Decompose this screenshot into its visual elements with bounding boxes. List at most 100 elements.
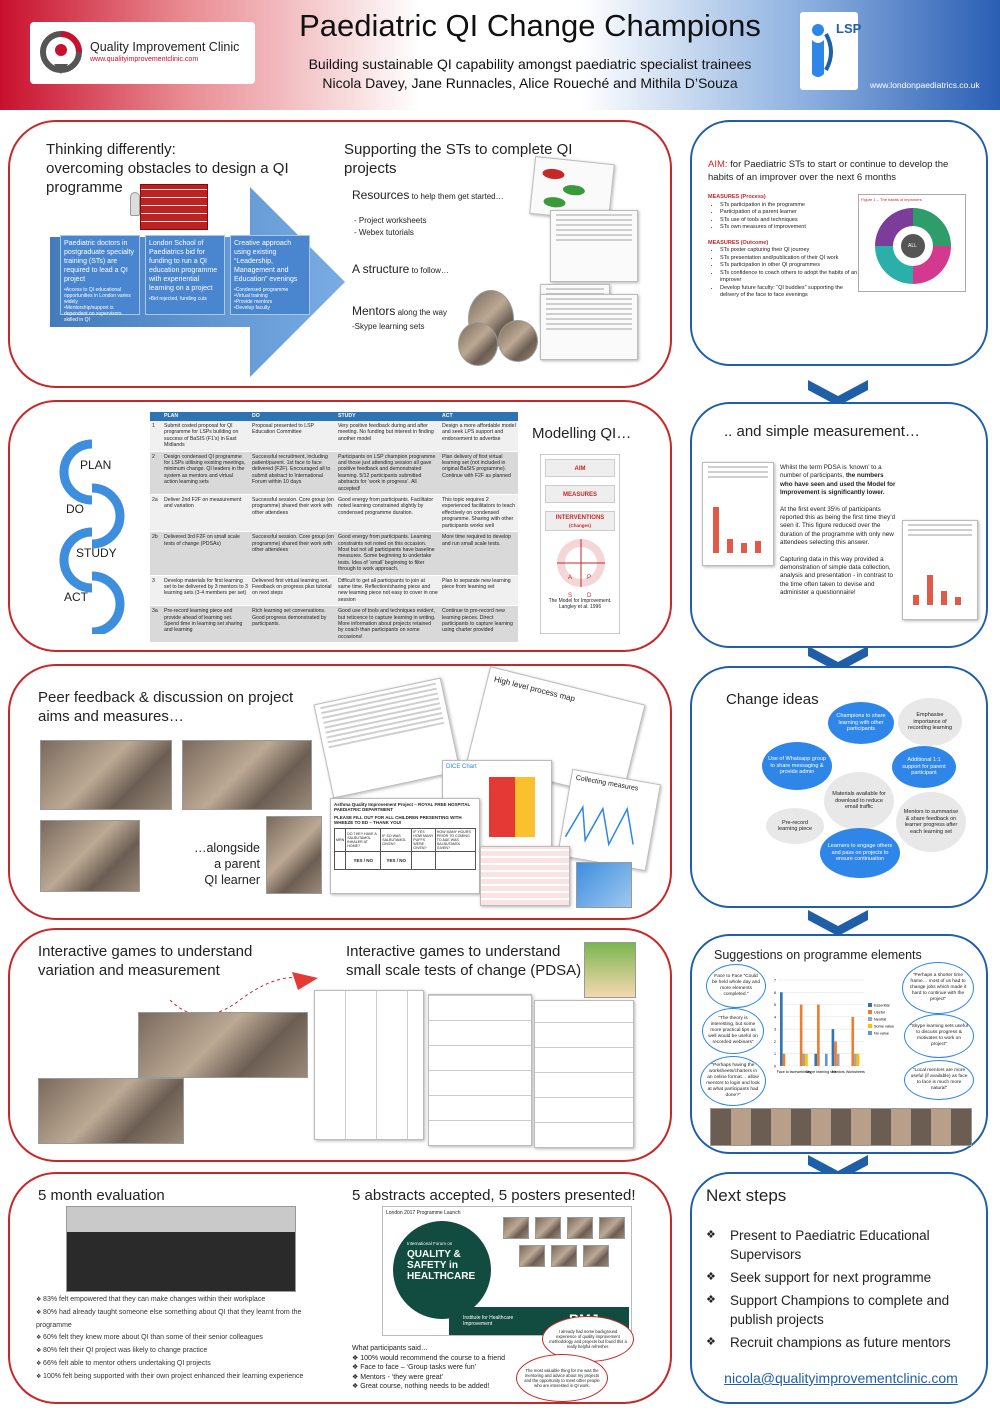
suggestion-quote: “The theory is interesting, but some mor… [702,1008,764,1054]
chart-bar [802,1053,806,1066]
peer-photo [40,820,140,892]
next-step-item: Support Champions to complete and publis… [706,1291,976,1329]
suggestions-title: Suggestions on programme elements [714,948,922,962]
forum-small: International Forum on [407,1241,453,1246]
measurement-para-3: Capturing data in this way provided a de… [780,555,894,597]
outcome-item: STs poster capturing their QI journey [720,247,858,255]
legend-label: Some value [874,1025,894,1029]
suggestion-quote: Face to Face “Could be held whole day an… [706,964,766,1008]
evaluation-item-text: 83% felt empowered that they can make ch… [43,1296,266,1303]
peer-photo [182,740,312,810]
evaluation-item-text: 80% felt their QI project was likely to … [43,1347,208,1355]
asthma-form-title: Asthma Quality Improvement Project – ROY… [334,802,471,812]
process-map-title: High level process map [493,674,577,704]
thinking-box-2-bullets: •Bid rejected, funding cuts [149,296,207,302]
participants-said-item: ❖ 100% would recommend the course to a f… [352,1354,505,1362]
evaluation-item-text: 60% felt they knew more about QI than so… [43,1334,263,1342]
asthma-col: IF SO WAS SALBUTAMOL GIVEN? [380,828,413,852]
change-idea-bubble: Use of Whatsapp group to share messaging… [762,742,832,790]
chart-category-label: webinars [797,1070,812,1074]
chart-tick-label: 0 [774,1065,776,1069]
potato-head-photo [584,942,636,998]
pdsa-cell: Good use of tools and techniques evident… [336,605,440,644]
asthma-col: MRN [333,828,347,852]
change-idea-bubble: Emphasise importance of recording learni… [898,698,962,746]
suggestions-group-photo [710,1108,972,1146]
participants-said-text: Mentors - ‘they were great’ [360,1373,444,1381]
qic-logo: Quality Improvement Clinic www.qualityim… [30,22,255,84]
forum-photo [583,1245,609,1267]
legend-label: Neutral [874,1018,886,1022]
change-idea-bubble: Additional 1:1 support for parent partic… [892,746,956,788]
pdsa-cell: Difficult to get all participants to joi… [336,575,440,607]
chart-tick-label: 2 [774,1040,776,1044]
model-cycle-graphic [557,539,605,587]
brick-wall-image [140,184,208,230]
measures-notes-doc [313,677,461,799]
forum-photo [535,1217,561,1239]
next-step-item: Seek support for next programme [706,1268,976,1287]
header-banner: Quality Improvement Clinic www.qualityim… [0,0,1000,110]
pdsa-do: DO [66,502,84,516]
model-cycle-s: S [568,593,573,599]
pdsa-cell: Good energy from participants. Facilitat… [336,494,440,533]
outcome-heading: MEASURES (Outcome) [708,239,769,246]
pdsa-cell: Design a more affordable model and seek … [440,421,518,452]
suggestion-quote: “Local mentors are more useful (if avail… [904,1060,974,1100]
legend-swatch [868,1017,872,1021]
process-heading: MEASURES (Process) [708,194,766,200]
measurement-para-1b: the numbers who have seen and used the M… [780,472,896,497]
thinking-box-3-title: Creative approach using existing “Leader… [234,240,298,283]
chart-tick-label: 7 [774,979,776,983]
participants-said-item: ❖ Mentors - ‘they were great’ [352,1373,444,1381]
chart-bar [805,1053,808,1066]
pdsa-cell: Plan delivery of first virtual learning … [440,451,518,496]
suggestion-quote: “Perhaps having the worksheets/charters … [700,1056,766,1106]
structure-heading: A structure to follow… [352,262,449,276]
aim-label: AIM: [708,159,728,170]
lsp-logo-text: LSP [836,21,862,36]
model-changes-label: (Changes) [568,523,591,528]
outcome-item: STs participation in other QI programmes [720,262,858,270]
chart-category-label: Mentors [832,1070,845,1074]
panel-next-steps: Next steps Present to Paediatric Educati… [690,1172,988,1404]
change-idea-bubble: Materials available for download to redu… [824,772,894,830]
process-item: STs own measures of improvement [720,224,858,232]
pdsa-cell: 1 [150,421,162,452]
habits-caption: Figure 1 – The habits of improvers [861,197,922,202]
forum-photo [519,1245,545,1267]
pdsa-cell: Good energy from participants. Learning … [336,531,440,576]
aim-statement: AIM: for Paediatric STs to start or cont… [708,158,974,184]
pdsa-cell: 2b [150,531,162,576]
pdsa-cell: 2 [150,451,162,496]
chart-category-label: Worksheets [846,1070,865,1074]
outcome-item: Develop future faculty: “QI buddies” sup… [720,285,858,300]
qic-logo-icon [40,31,82,74]
evaluation-item-text: 100% felt being supported with their own… [43,1372,304,1380]
habits-wheel-center: ALL [908,243,917,249]
chart-bar [824,1053,828,1066]
participants-said-heading: What participants said… [352,1345,428,1352]
contact-email-link[interactable]: nicola@qualityimprovementclinic.com [724,1370,958,1386]
process-item: Participation of a parent learner [720,209,858,217]
evaluation-item-text: 80% had already taught someone else some… [36,1308,302,1329]
pdsa-col-header: PLAN [162,412,250,421]
outcome-item: STs confidence to coach others to adopt … [720,270,858,285]
chart-bar [817,1004,820,1066]
lsp-url: www.londonpaediatrics.co.uk [870,80,980,90]
pdsa-cell: 3a [150,605,162,644]
flipchart-image [702,462,774,566]
mentor-doc-image [540,294,638,360]
process-item: STs participation in the programme [720,202,858,210]
legend-swatch [868,1003,872,1007]
chart-bar [782,1053,786,1066]
process-list: STs participation in the programme Parti… [708,202,858,232]
asthma-yes-no: YES / NO [380,851,413,870]
chart-bar [814,1053,818,1066]
chart-bar [854,1053,857,1066]
asthma-form-doc: Asthma Quality Improvement Project – ROY… [330,798,480,894]
chart-bar [856,1053,860,1066]
chart-bar [851,1016,855,1066]
resources-item: - Webex tutorials [354,228,414,237]
